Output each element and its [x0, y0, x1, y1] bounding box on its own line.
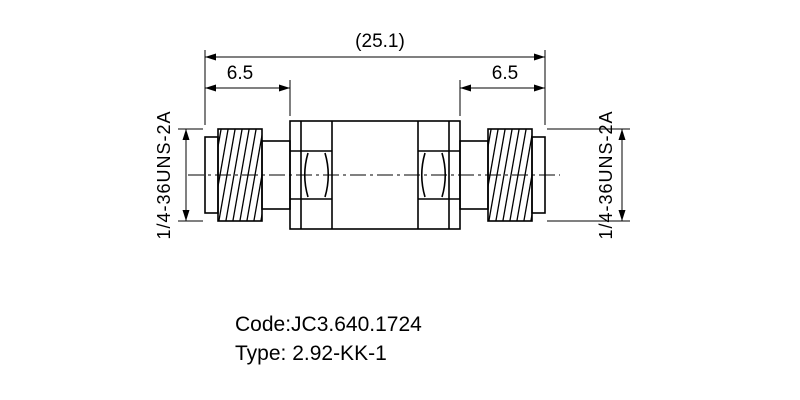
right-thread-spec-label: 1/4-36UNS-2A	[596, 110, 616, 239]
connector-body	[204, 120, 546, 230]
left-hex-chamfer	[303, 152, 309, 198]
right-thread-hatching	[488, 129, 532, 221]
left-thread-spec-label: 1/4-36UNS-2A	[154, 110, 174, 239]
right-hex-chamfer	[420, 152, 426, 198]
dimension-arrowheads	[182, 53, 626, 221]
left-thread-hatching	[218, 129, 262, 221]
left-length-dimension-label: 6.5	[227, 63, 253, 84]
right-length-dimension-label: 6.5	[492, 63, 518, 84]
part-code-label: Code:JC3.640.1724	[235, 313, 422, 336]
dimension-lines	[178, 50, 630, 222]
overall-dimension-label: (25.1)	[355, 31, 405, 52]
part-type-label: Type: 2.92-KK-1	[235, 342, 387, 365]
